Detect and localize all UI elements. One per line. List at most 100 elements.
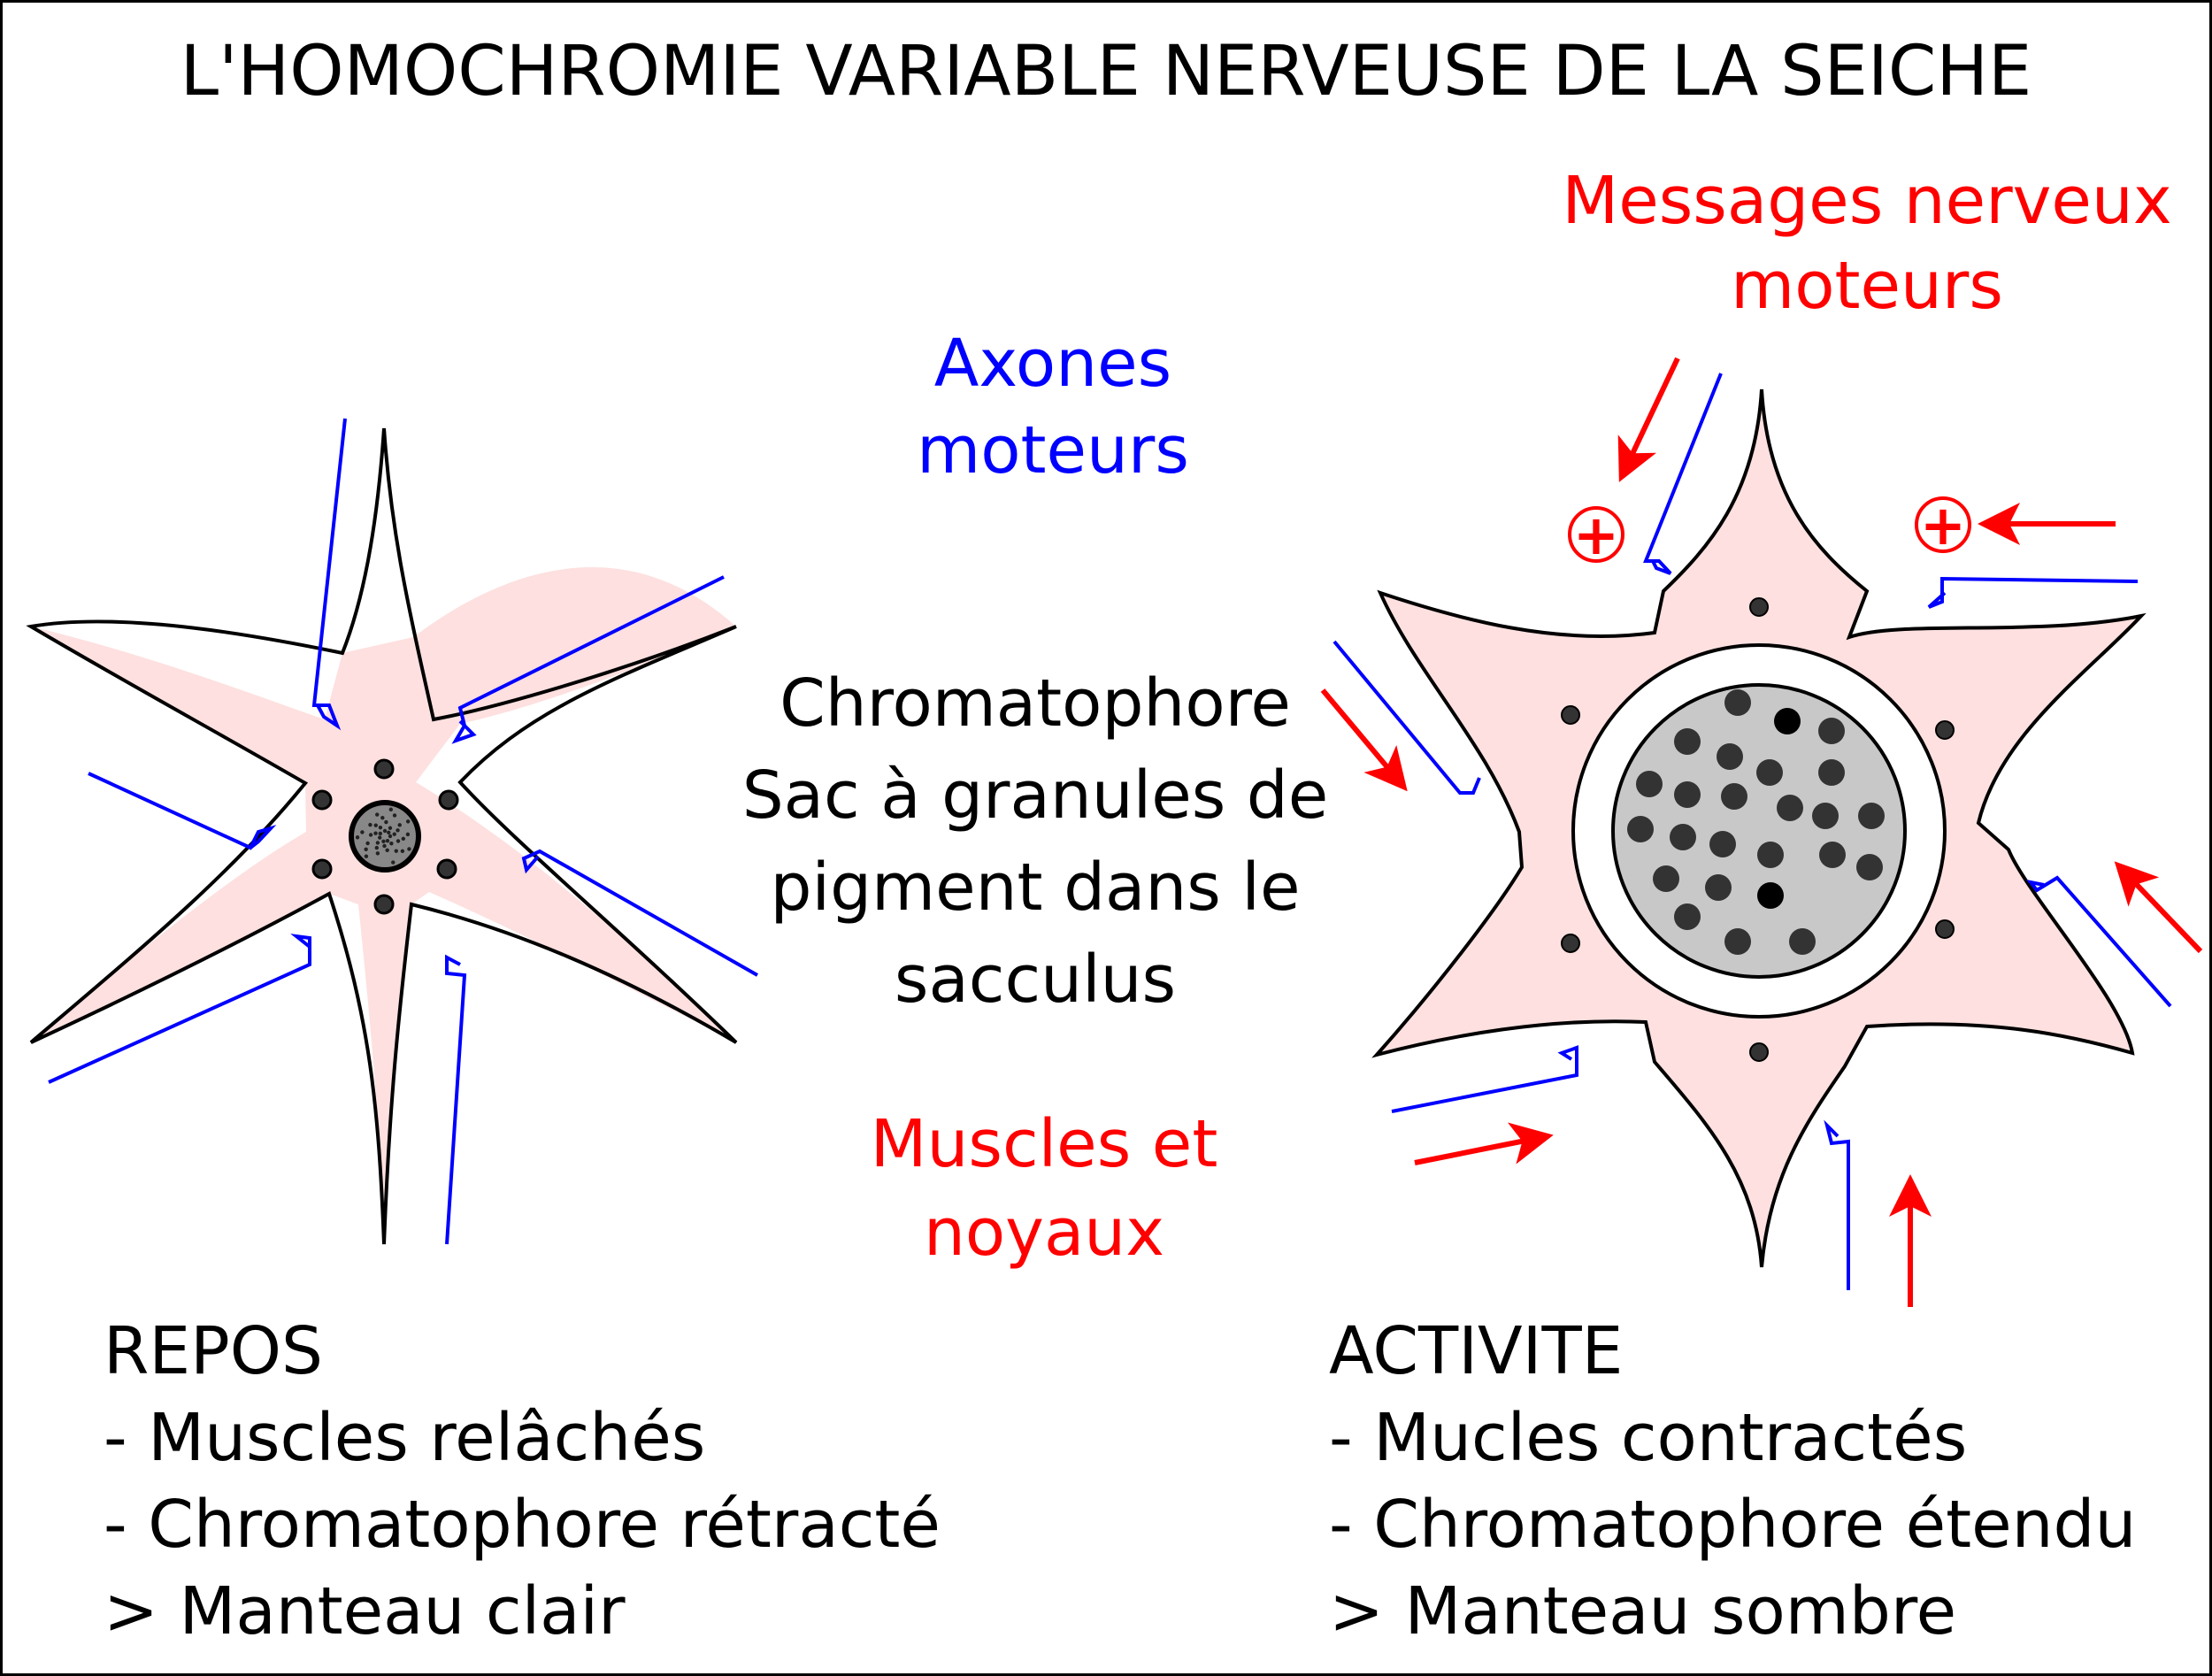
label-chromatophore-line3: pigment dans le (770, 850, 1301, 926)
pigment-speck (384, 819, 388, 825)
muscle-nucleus (436, 858, 457, 880)
pigment-granule (1636, 771, 1663, 797)
pigment-granule (1717, 743, 1743, 770)
pigment-speck (405, 819, 411, 824)
pigment-speck (396, 828, 400, 833)
motor-axon (1391, 1045, 1578, 1113)
pigment-granule (1774, 708, 1801, 734)
pigment-speck (385, 848, 389, 852)
activite-line-3: > Manteau sombre (1329, 1573, 1957, 1649)
pigment-speck (373, 823, 378, 827)
pigment-speck (378, 831, 383, 836)
muscle-nucleus (373, 894, 395, 915)
pigment-granule (1670, 824, 1696, 850)
chromatophore-activite (1320, 357, 2203, 1307)
pigment-speck (360, 830, 365, 834)
pigment-speck (400, 849, 405, 853)
muscle-nucleus (1935, 720, 1955, 740)
label-axones-line1: Axones (933, 326, 1172, 402)
pigment-granule (1789, 928, 1816, 955)
pigment-granule (1818, 759, 1845, 786)
plus-sign: + (1573, 503, 1619, 567)
pigment-speck (382, 843, 387, 849)
muscle-nucleus (311, 858, 333, 880)
muscle-nucleus (438, 789, 459, 811)
arrow-icon (1320, 688, 1408, 792)
pigment-speck (389, 841, 394, 846)
pigment-speck (378, 826, 383, 830)
activite-line-2: - Chromatophore étendu (1329, 1487, 2137, 1563)
activite-line-1: - Mucles contractés (1329, 1400, 1968, 1476)
excitation-markers: ++ (1568, 493, 1971, 567)
pigment-speck (392, 813, 397, 818)
arrow-icon (1617, 357, 1680, 482)
motor-axon (445, 954, 467, 1245)
pigment-granule (1777, 795, 1803, 821)
motor-axon (1824, 1119, 1850, 1290)
motor-axon (88, 772, 277, 850)
repos-line-2: - Chromatophore rétracté (104, 1487, 941, 1563)
motor-axon (1643, 373, 1723, 575)
motor-axon (451, 575, 725, 744)
pigment-speck (388, 807, 394, 811)
pigment-speck (385, 839, 390, 843)
muscle-nucleus (1561, 934, 1580, 953)
pigment-speck (382, 828, 388, 834)
label-chromatophore: Chromatophore Sac à granules de pigment … (672, 671, 1398, 1012)
pigment-granule (1709, 831, 1736, 857)
muscle-nucleus (311, 789, 333, 811)
pigment-speck (375, 851, 380, 856)
pigment-speck (392, 832, 396, 836)
label-muscles-line2: noyaux (923, 1195, 1164, 1271)
pigment-granule (1674, 728, 1701, 755)
pigment-speck (364, 847, 368, 852)
pigment-granule (1812, 803, 1839, 829)
pigment-speck (380, 815, 385, 820)
pigment-speck (375, 841, 380, 845)
activite-summary: ACTIVITE - Mucles contractés - Chromatop… (1329, 1308, 2136, 1655)
label-muscles-noyaux: Muscles et noyaux (796, 1111, 1292, 1265)
chromatophore-repos-detail (26, 418, 758, 1245)
motor-axons-repos (48, 418, 758, 1245)
plus-sign: + (1920, 493, 1966, 557)
muscle-nucleus (1749, 1042, 1769, 1062)
label-axones-moteurs: Axones moteurs (796, 331, 1310, 483)
pigment-granule (1757, 882, 1784, 909)
label-messages-nerveux-line2: moteurs (1731, 248, 2003, 324)
pigment-granule (1653, 865, 1679, 892)
plus-circle-icon (1568, 506, 1624, 563)
pigment-granule (1858, 803, 1885, 829)
motor-axon (311, 418, 347, 731)
motor-axon (1333, 640, 1481, 795)
pigment-speck (396, 839, 401, 843)
pigment-granule (1724, 689, 1751, 716)
pigment-granule (1724, 928, 1751, 955)
nerve-message-arrows (1320, 357, 2203, 1307)
pigment-speck (391, 860, 396, 865)
pigment-speck (375, 812, 380, 817)
repos-line-1: - Muscles relâchés (104, 1400, 706, 1476)
pigment-speck (397, 823, 402, 827)
motor-axon (2026, 875, 2172, 1008)
pigment-granule (1756, 759, 1783, 786)
motor-axon (1927, 576, 2139, 609)
pigment-granule (1627, 816, 1654, 842)
pigment-granule (1818, 718, 1845, 744)
motor-axon (48, 934, 311, 1084)
pigment-speck (364, 854, 369, 858)
repos-muscle-outline (26, 427, 738, 1245)
label-messages-nerveux-line1: Messages nerveux (1562, 163, 2172, 239)
muscle-nuclei-repos (311, 758, 459, 915)
pigment-speck (405, 832, 411, 837)
label-chromatophore-line4: sacculus (894, 942, 1177, 1018)
muscle-nucleus (1935, 919, 1955, 939)
pigment-speck (365, 841, 370, 846)
label-chromatophore-line1: Chromatophore (780, 665, 1291, 742)
pigment-granule (1674, 781, 1701, 808)
pigment-speck (407, 847, 411, 851)
muscle-nucleus (373, 758, 395, 780)
pigment-speck (401, 836, 406, 842)
motor-axons-activite (1333, 373, 2172, 1290)
motor-axon (521, 849, 758, 977)
